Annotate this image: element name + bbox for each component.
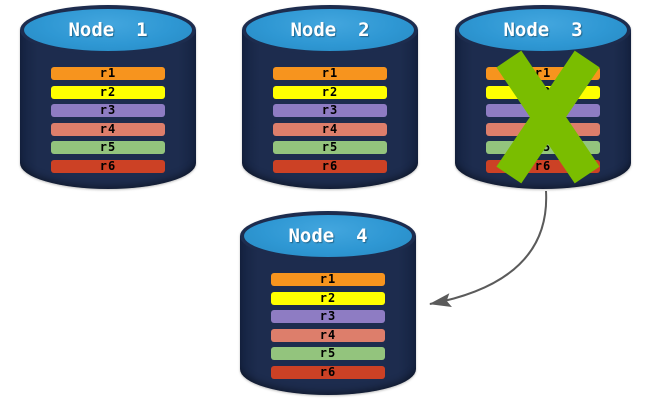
record-r4: r4 xyxy=(51,122,165,136)
node-4: Node 4 r1 r2 r3 r4 r5 r6 xyxy=(240,211,416,395)
record-r5: r5 xyxy=(271,347,385,360)
record-r5: r5 xyxy=(51,141,165,154)
record-r1: r1 xyxy=(51,67,165,80)
cylinder-top xyxy=(455,5,631,55)
failure-cross-icon xyxy=(495,47,601,187)
cylinder-top xyxy=(242,5,418,55)
node-title: Node 4 xyxy=(288,225,368,247)
node-title: Node 2 xyxy=(290,19,370,41)
node-2: Node 2 r1 r2 r3 r4 r5 r6 xyxy=(242,5,418,189)
record-r1: r1 xyxy=(271,273,385,286)
records: r1 r2 r3 r4 r5 r6 xyxy=(51,67,165,173)
node-title: Node 1 xyxy=(68,19,148,41)
node-1: Node 1 r1 r2 r3 r4 r5 r6 xyxy=(20,5,196,189)
failover-arrow-path xyxy=(429,190,548,307)
record-r4: r4 xyxy=(271,328,385,342)
record-r4: r4 xyxy=(273,122,387,136)
record-r3: r3 xyxy=(273,104,387,117)
record-r6: r6 xyxy=(273,159,387,173)
record-r2: r2 xyxy=(51,85,165,99)
cylinder-top xyxy=(240,211,416,261)
record-r6: r6 xyxy=(51,159,165,173)
record-r2: r2 xyxy=(273,85,387,99)
record-r1: r1 xyxy=(273,67,387,80)
node-title: Node 3 xyxy=(503,19,583,41)
record-r3: r3 xyxy=(51,104,165,117)
record-r6: r6 xyxy=(271,365,385,379)
cylinder-top xyxy=(20,5,196,55)
records: r1 r2 r3 r4 r5 r6 xyxy=(271,273,385,379)
record-r3: r3 xyxy=(271,310,385,323)
records: r1 r2 r3 r4 r5 r6 xyxy=(273,67,387,173)
record-r5: r5 xyxy=(273,141,387,154)
record-r2: r2 xyxy=(271,291,385,305)
